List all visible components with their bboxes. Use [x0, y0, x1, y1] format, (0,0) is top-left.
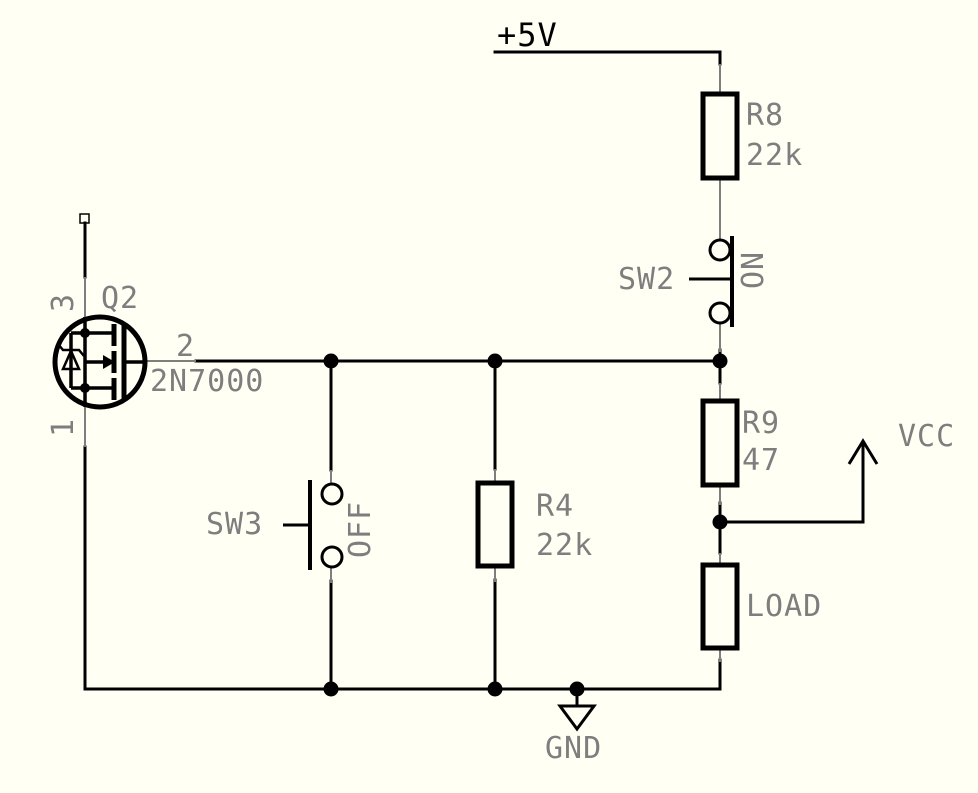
- resistor-body: [700, 91, 740, 181]
- r8-value-label: 22k: [746, 138, 803, 173]
- body-diode-cathode-bar-icon: [57, 343, 85, 357]
- resistor-body: [475, 480, 515, 569]
- ground-triangle-icon: [557, 704, 597, 732]
- nchannel-arrow-icon: [103, 355, 115, 369]
- r4-ref-label: R4: [536, 489, 574, 524]
- q2-pin3-label: 3: [46, 293, 81, 312]
- vcc-symbol: VCC: [847, 419, 955, 465]
- body-diode-triangle-icon: [61, 347, 81, 371]
- junction-dot: [487, 681, 503, 697]
- q2-pin2-label: 2: [176, 329, 195, 364]
- switch-sw2: SW2 ON: [618, 236, 771, 327]
- resistor-body: [700, 398, 740, 488]
- resistor-r4: R4 22k: [475, 480, 593, 569]
- plus5v-symbol: +5V: [497, 16, 558, 54]
- q2-value-label: 2N7000: [150, 364, 264, 399]
- q2-pin1-label: 1: [46, 418, 81, 437]
- vcc-label: VCC: [898, 419, 955, 454]
- junction-dot: [487, 353, 503, 369]
- r4-value-label: 22k: [536, 528, 593, 563]
- gnd-symbol: GND: [545, 687, 602, 766]
- resistor-r8: R8 22k: [700, 91, 803, 181]
- switch-contact: [320, 545, 344, 569]
- vcc-branch-wire: [718, 442, 865, 524]
- sw3-ref-label: SW3: [206, 507, 263, 542]
- internal-junction-dot: [80, 383, 90, 393]
- vcc-arrow-icon: [847, 438, 879, 465]
- switch-contact: [708, 238, 732, 262]
- sw2-ref-label: SW2: [618, 262, 675, 297]
- plus5v-rail-wire: [493, 50, 722, 66]
- sw2-on-label: ON: [736, 251, 771, 289]
- gnd-label: GND: [545, 731, 602, 766]
- switch-contact: [320, 482, 344, 506]
- switch-contact: [708, 301, 732, 325]
- resistor-r9: R9 47: [700, 398, 780, 488]
- resistor-body: [700, 562, 740, 651]
- junction-dot: [712, 514, 728, 530]
- junction-dot: [323, 681, 339, 697]
- load-ref-label: LOAD: [746, 589, 822, 624]
- internal-junction-dot: [80, 328, 90, 338]
- r8-ref-label: R8: [746, 98, 784, 133]
- sw3-off-label: OFF: [343, 501, 378, 558]
- r9-ref-label: R9: [742, 406, 780, 441]
- junction-dot: [323, 353, 339, 369]
- junction-dots: [323, 353, 728, 697]
- plus5v-label: +5V: [497, 16, 558, 54]
- resistor-load: LOAD: [700, 562, 822, 651]
- r9-value-label: 47: [742, 443, 780, 478]
- junction-dot: [712, 353, 728, 369]
- mosfet-q2: Q2 2N7000 2 3 1: [46, 281, 264, 437]
- q2-ref-label: Q2: [101, 281, 139, 316]
- switch-sw3: SW3 OFF: [206, 480, 378, 570]
- unconnected-terminal-icon: [79, 213, 90, 224]
